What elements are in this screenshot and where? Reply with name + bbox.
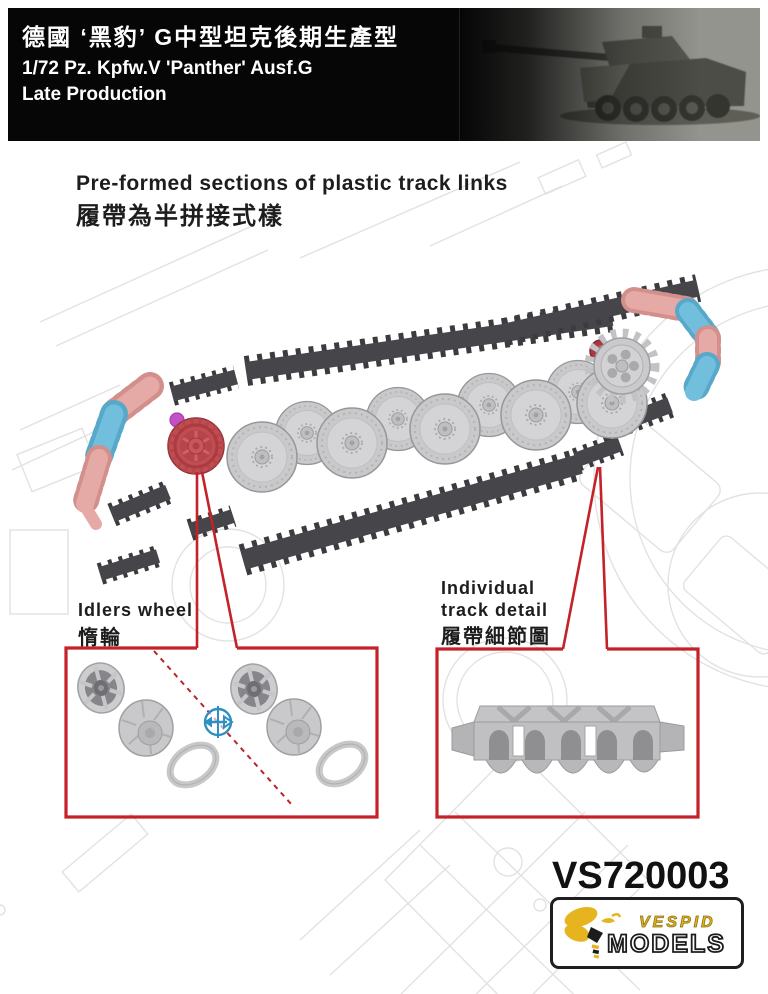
colored-track-section-right	[621, 287, 721, 405]
kit-title-english-line1: 1/72 Pz. Kpfw.V 'Panther' Ausf.G	[22, 58, 313, 79]
vespid-wasp-icon	[564, 906, 622, 959]
road-wheels	[226, 359, 648, 493]
idler-wheel	[167, 417, 225, 475]
track-callout-label-english: Individual track detail	[441, 577, 548, 621]
lower-track-run	[238, 448, 585, 576]
track-callout-label-line1: Individual	[441, 578, 536, 598]
header-banner: 德國 ‘黑豹’ G中型坦克後期生產型 1/72 Pz. Kpfw.V 'Pant…	[8, 8, 760, 141]
vespid-models-logo: VESPID MODELS	[550, 897, 744, 969]
idler-callout-label-chinese: 惰輪	[78, 627, 122, 649]
track-callout-box	[435, 647, 700, 819]
photo-fade-overlay	[460, 8, 760, 141]
header-titles: 德國 ‘黑豹’ G中型坦克後期生產型 1/72 Pz. Kpfw.V 'Pant…	[22, 22, 399, 108]
kit-title-english-line2: Late Production	[22, 84, 167, 105]
track-assembly-illustration	[72, 274, 721, 585]
idler-callout-label-english: Idlers wheel	[78, 600, 194, 620]
colored-track-section-left	[72, 372, 164, 530]
feature-heading-chinese: 履帶為半拼接式樣	[76, 203, 284, 230]
brand-name-vespid: VESPID	[639, 914, 716, 932]
track-callout-label-line2: track detail	[441, 600, 549, 620]
idler-callout-box	[64, 646, 379, 819]
mirror-flip-icon	[203, 706, 234, 738]
brand-name-models: MODELS	[606, 929, 726, 959]
track-link-detail	[451, 705, 685, 774]
callout-leader-lines	[195, 466, 609, 650]
drive-sprocket	[584, 328, 660, 404]
product-code: VS720003	[552, 855, 730, 897]
track-callout-label-chinese: 履帶細節圖	[441, 626, 551, 648]
feature-heading-english: Pre-formed sections of plastic track lin…	[76, 172, 508, 195]
kit-title-chinese: 德國 ‘黑豹’ G中型坦克後期生產型	[22, 24, 400, 50]
